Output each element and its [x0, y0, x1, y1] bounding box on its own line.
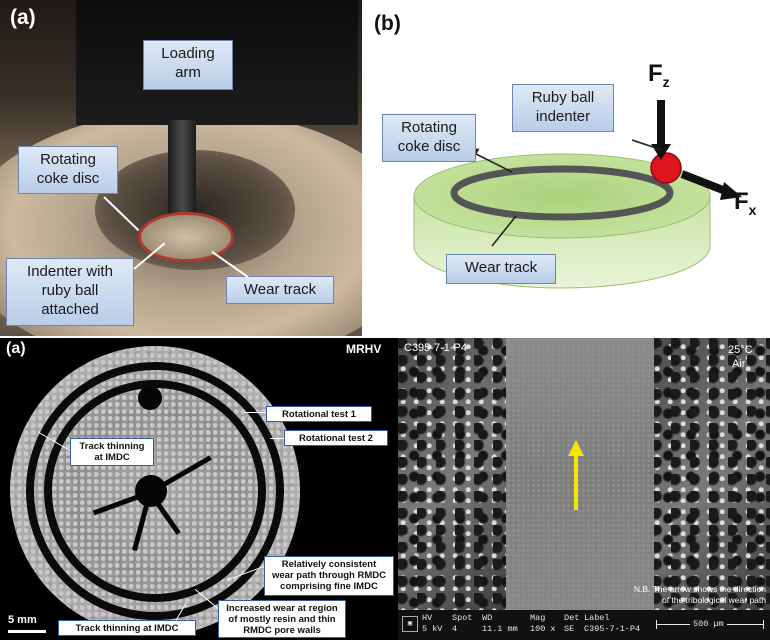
sem-panel: C395-7-1-P4 25°C Air N.B. The arrow show…: [398, 338, 770, 640]
panel-letter-schematic: (b): [374, 12, 401, 35]
arrow-head: [568, 440, 584, 456]
note-line: of the tribological wear path: [662, 595, 766, 605]
label-line: Ruby ball: [531, 89, 595, 106]
label-line: arm: [175, 64, 201, 81]
force-x-main: F: [734, 188, 749, 215]
label-ruby-ball-indenter: Ruby ball indenter: [512, 84, 614, 132]
databar-value: 4: [452, 624, 458, 634]
label-track-thinning-bottom: Track thinning at IMDC: [58, 620, 196, 636]
sem-databar: ▣ HV 5 kV Spot 4 WD 11.1 mm Mag 100 x De…: [398, 610, 770, 640]
label-line: Track thinning: [79, 441, 145, 452]
label-line: coke disc: [36, 170, 100, 187]
label-wear-track-photo: Wear track: [226, 276, 334, 304]
schematic-drawing: [413, 100, 742, 289]
force-x-label: Fx: [734, 188, 756, 218]
ct-scan-panel: (a) MRHV Rotational test 1 Rotational te…: [0, 338, 398, 640]
label-line: indenter: [535, 108, 591, 125]
databar-label: Label C395-7-1-P4: [584, 613, 640, 635]
unworn-surface-left: [398, 338, 508, 610]
label-line: ruby ball: [41, 282, 99, 299]
databar-hv: HV 5 kV: [422, 613, 442, 635]
force-z-label: Fz: [648, 60, 670, 90]
coke-disc-photo: [138, 212, 234, 262]
databar-value: C395-7-1-P4: [584, 624, 641, 634]
label-rotating-coke-disc-schematic: Rotating coke disc: [382, 114, 476, 162]
label-line: wear path through RMDC: [272, 570, 386, 581]
label-line: at IMDC: [94, 452, 130, 463]
label-rotating-coke-disc-photo: Rotating coke disc: [18, 146, 118, 194]
note-line: N.B. The arrow shows the direction: [633, 584, 766, 594]
databar-key: Spot: [452, 613, 473, 623]
scale-bar-label: 5 mm: [8, 614, 37, 626]
label-increased-wear: Increased wear at region of mostly resin…: [218, 600, 346, 638]
wear-ring-inner: [44, 380, 266, 602]
databar-det: Det SE: [564, 613, 579, 635]
label-line: attached: [41, 301, 99, 318]
scale-bar: [8, 630, 46, 633]
force-x-sub: x: [748, 201, 757, 218]
force-x-head: [720, 182, 742, 200]
databar-value: 5 kV: [422, 624, 443, 634]
sem-scale-tick: [656, 620, 657, 629]
label-line: coke disc: [397, 138, 461, 155]
databar-value: 11.1 mm: [482, 624, 518, 634]
databar-value: SE: [564, 624, 575, 634]
label-line: Increased wear at region: [226, 603, 338, 614]
wear-direction-arrow: [568, 440, 584, 510]
sem-scale-tick: [763, 620, 764, 629]
databar-key: Label: [584, 613, 610, 623]
label-line: Rotating: [401, 119, 457, 136]
photo-panel: (a) Loading arm Rotating coke disc Inden…: [0, 0, 362, 336]
databar-spot: Spot 4: [452, 613, 472, 635]
label-rotational-test-1: Rotational test 1: [266, 406, 372, 422]
databar-wd: WD 11.1 mm: [482, 613, 518, 635]
label-line: comprising fine IMDC: [280, 581, 378, 592]
panel-letter-photo: (a): [10, 6, 36, 29]
databar-value: 100 x: [530, 624, 556, 634]
pore-top: [138, 386, 162, 410]
force-z-sub: z: [662, 73, 670, 90]
databar-mag: Mag 100 x: [530, 613, 556, 635]
wear-track-sem: [506, 338, 654, 610]
pointer-line: [270, 438, 284, 439]
label-line: RMDC pore walls: [243, 625, 321, 636]
fei-logo-icon: ▣: [402, 616, 418, 632]
sem-temperature: 25°C: [728, 344, 753, 356]
ct-corner-label: MRHV: [346, 342, 382, 356]
label-line: Loading: [161, 45, 215, 62]
label-consistent-wear-path: Relatively consistent wear path through …: [264, 556, 394, 596]
wear-ring-outer: [26, 362, 284, 620]
label-line: Rotating: [40, 151, 96, 168]
databar-key: Mag: [530, 613, 546, 623]
label-line: of mostly resin and thin: [228, 614, 336, 625]
ruby-ball: [650, 152, 682, 184]
pointer-line: [631, 139, 663, 151]
label-line: Indenter with: [27, 263, 113, 280]
label-line: Relatively consistent: [281, 559, 377, 570]
label-indenter: Indenter with ruby ball attached: [6, 258, 134, 326]
sem-note: N.B. The arrow shows the direction of th…: [594, 584, 766, 606]
label-rotational-test-2: Rotational test 2: [284, 430, 388, 446]
label-loading-arm: Loading arm: [143, 40, 233, 90]
label-track-thinning-left: Track thinning at IMDC: [70, 438, 154, 466]
unworn-surface-right: [652, 338, 770, 610]
label-wear-track-schematic: Wear track: [446, 254, 556, 284]
panel-letter-ct: (a): [6, 340, 26, 357]
schematic-panel: (b) Ruby ball indenter Rotating coke dis…: [362, 0, 770, 336]
databar-key: HV: [422, 613, 433, 623]
databar-key: Det: [564, 613, 580, 623]
pointer-line: [244, 412, 266, 413]
sem-scale-label: 500 µm: [690, 619, 727, 629]
sem-sample-id: C395-7-1-P4: [404, 342, 467, 354]
pointer-line: [491, 215, 517, 247]
force-x-shaft: [680, 170, 730, 196]
force-z-main: F: [648, 60, 663, 87]
databar-key: WD: [482, 613, 493, 623]
wear-track-ring: [450, 165, 674, 221]
sem-atmosphere: Air: [732, 358, 746, 370]
